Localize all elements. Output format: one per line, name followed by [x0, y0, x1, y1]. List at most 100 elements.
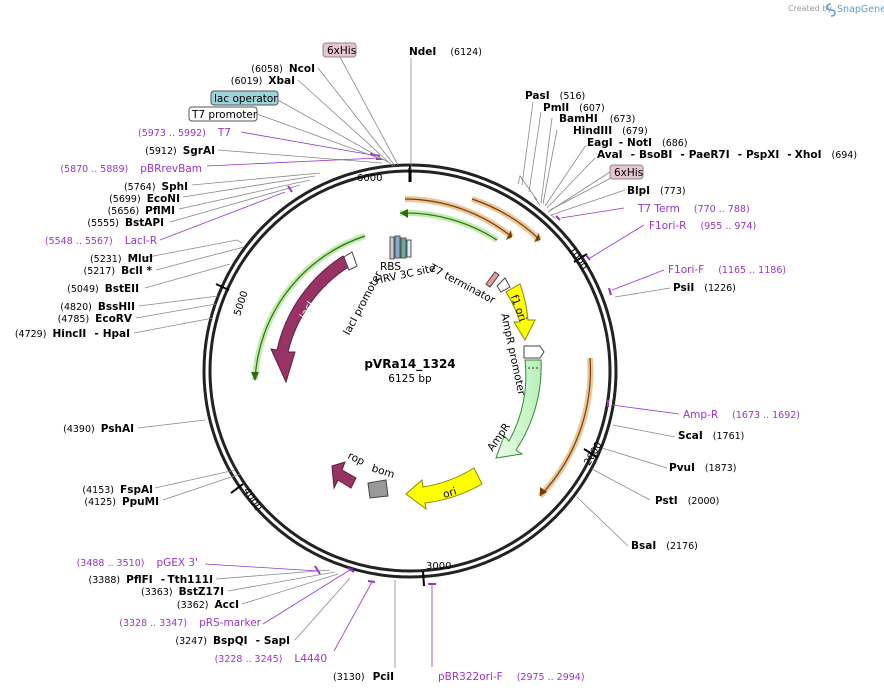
primer-t7term: T7 Term(770 .. 788): [637, 203, 750, 215]
orf-arc-green-left: [251, 233, 366, 381]
primer-amp-r: Amp-R(1673 .. 1692): [683, 409, 800, 421]
t7-terminator-mark: [485, 271, 500, 288]
six-his-top-line: [339, 56, 399, 166]
snapgene-logo-icon: [826, 3, 836, 17]
ori-arrow: [405, 467, 483, 511]
svg-text:(3362)AccI: (3362)AccI: [177, 599, 239, 611]
rop-label: rop: [346, 450, 367, 468]
svg-text:(5217)BclI *: (5217)BclI *: [84, 265, 153, 277]
enzyme-hindiii: HindIII(679): [573, 125, 648, 137]
enzyme-pflfi-tth111i: (3388)PflFI-Tth111I: [89, 574, 213, 586]
svg-text:(5049)BstEII: (5049)BstEII: [67, 283, 139, 295]
svg-text:T7 Term(770 .. 788): T7 Term(770 .. 788): [637, 203, 750, 215]
enzyme-psti: PstI(2000): [655, 495, 719, 507]
six-his-top-box: 6xHis: [322, 42, 357, 58]
credit-text: Created by: [788, 4, 832, 13]
enzyme-econi: (5699)EcoNI: [109, 193, 180, 205]
svg-text:(5699)EcoNI: (5699)EcoNI: [109, 193, 180, 205]
enzyme-bspqi-sapi: (3247)BspQI-SapI: [175, 635, 290, 647]
svg-text:(5912)SgrAI: (5912)SgrAI: [145, 145, 215, 157]
lac-operator-box: lac operator: [210, 90, 279, 106]
plasmid-name: pVRa14_1324: [364, 357, 455, 372]
svg-text:BsaI(2176): BsaI(2176): [631, 540, 698, 552]
svg-text:(4729)HincII-HpaI: (4729)HincII-HpaI: [15, 328, 130, 340]
primer-pgex3: (3488 .. 3510)pGEX 3': [77, 557, 198, 569]
lac-operator-line: [277, 99, 389, 163]
svg-text:(4125)PpuMI: (4125)PpuMI: [84, 496, 159, 508]
enzyme-pasi: PasI(516): [525, 90, 585, 102]
enzyme-bsteii: (5049)BstEII: [67, 283, 139, 295]
enzyme-mlui: (5231)MluI: [90, 253, 153, 265]
enzyme-acci: (3362)AccI: [177, 599, 239, 611]
svg-text:(3388)PflFI-Tth111I: (3388)PflFI-Tth111I: [89, 574, 213, 586]
svg-text:Amp-R(1673 .. 1692): Amp-R(1673 .. 1692): [683, 409, 800, 421]
enzyme-pvui: PvuI(1873): [669, 462, 737, 474]
svg-text:(6019)XbaI: (6019)XbaI: [231, 75, 295, 87]
scale-ticks: [215, 165, 598, 587]
enzyme-leader-lines: [133, 58, 676, 668]
enzyme-bamhi: BamHI(673): [559, 113, 635, 125]
six-his-right-line: [547, 171, 611, 213]
enzyme-pflmi: (5656)PflMI: [108, 205, 175, 217]
svg-text:lac operator: lac operator: [214, 93, 278, 105]
svg-text:PasI(516): PasI(516): [525, 90, 585, 102]
svg-text:NdeI(6124): NdeI(6124): [409, 46, 482, 58]
svg-text:(3247)BspQI-SapI: (3247)BspQI-SapI: [175, 635, 290, 647]
enzyme-ecorv: (4785)EcoRV: [58, 313, 133, 325]
enzyme-blpi: BlpI(773): [627, 185, 686, 197]
orf-arc-green-top: [399, 209, 499, 243]
svg-text:HindIII(679): HindIII(679): [573, 125, 648, 137]
enzyme-bsshii: (4820)BssHII: [60, 301, 135, 313]
enzyme-pcii: (3130)PciI: [333, 671, 394, 683]
svg-text:PmlI(607): PmlI(607): [543, 102, 605, 114]
rbs-hrv-markers: [389, 235, 412, 260]
enzyme-ncoi: (6058)NcoI: [251, 63, 315, 75]
enzyme-xbai: (6019)XbaI: [231, 75, 295, 87]
svg-text:(3488 .. 3510)pGEX 3': (3488 .. 3510)pGEX 3': [77, 557, 198, 569]
svg-text:(6058)NcoI: (6058)NcoI: [251, 63, 315, 75]
tick-label-1000: 1000: [565, 245, 589, 272]
t7-promoter-line: [256, 113, 385, 161]
f1-promoter-mark: [496, 277, 511, 293]
svg-text:ScaI(1761): ScaI(1761): [678, 430, 744, 442]
enzyme-bsai: BsaI(2176): [631, 540, 698, 552]
svg-text:F1ori-F(1165 .. 1186): F1ori-F(1165 .. 1186): [668, 264, 786, 276]
rop-arrow: [331, 461, 357, 490]
svg-text:(4820)BssHII: (4820)BssHII: [60, 301, 135, 313]
svg-text:BlpI(773): BlpI(773): [627, 185, 686, 197]
svg-text:PvuI(1873): PvuI(1873): [669, 462, 737, 474]
svg-text:PstI(2000): PstI(2000): [655, 495, 719, 507]
tick-label-3000: 3000: [426, 561, 451, 572]
svg-text:(3363)BstZ17I: (3363)BstZ17I: [141, 586, 224, 598]
primer-f1ori-r: F1ori-R(955 .. 974): [649, 220, 756, 232]
snapgene-brand: SnapGene: [837, 4, 884, 15]
ampr-promoter-mark: [523, 345, 545, 359]
svg-text:(4390)PshAI: (4390)PshAI: [63, 423, 134, 435]
ampr-gene-arrow: [495, 359, 542, 459]
svg-text:PsiI(1226): PsiI(1226): [673, 282, 736, 294]
orf-arc-top: [404, 196, 543, 243]
bom-mark: [367, 479, 389, 499]
plasmid-length: 6125 bp: [388, 373, 432, 385]
svg-text:(3328 .. 3347)pRS-marker: (3328 .. 3347)pRS-marker: [119, 617, 261, 629]
svg-text:(3228 .. 3245)L4440: (3228 .. 3245)L4440: [215, 653, 327, 665]
svg-text:6xHis: 6xHis: [614, 167, 643, 179]
enzyme-fspai: (4153)FspAI: [82, 484, 153, 496]
svg-text:F1ori-R(955 .. 974): F1ori-R(955 .. 974): [649, 220, 756, 232]
primer-t7: (5973 .. 5992)T7: [138, 127, 231, 139]
svg-text:(3130)PciI: (3130)PciI: [333, 671, 394, 683]
ori-label: ori: [441, 485, 458, 501]
primer-f1ori-f: F1ori-F(1165 .. 1186): [668, 264, 786, 276]
svg-text:(5764)SphI: (5764)SphI: [124, 181, 188, 193]
svg-text:6xHis: 6xHis: [327, 45, 356, 57]
enzyme-ppumi: (4125)PpuMI: [84, 496, 159, 508]
enzyme-pshai: (4390)PshAI: [63, 423, 134, 435]
enzyme-sgrai: (5912)SgrAI: [145, 145, 215, 157]
f1-ori-arrow: [505, 283, 536, 342]
tick-label-5000: 5000: [232, 290, 250, 318]
svg-text:AvaI-BsoBI-PaeR7I-PspXI-XhoI(6: AvaI-BsoBI-PaeR7I-PspXI-XhoI(694): [597, 149, 857, 161]
enzyme-hincii-hpai: (4729)HincII-HpaI: [15, 328, 130, 340]
tick-label-4000: 4000: [241, 486, 264, 513]
six-his-right-box: 6xHis: [609, 164, 644, 180]
